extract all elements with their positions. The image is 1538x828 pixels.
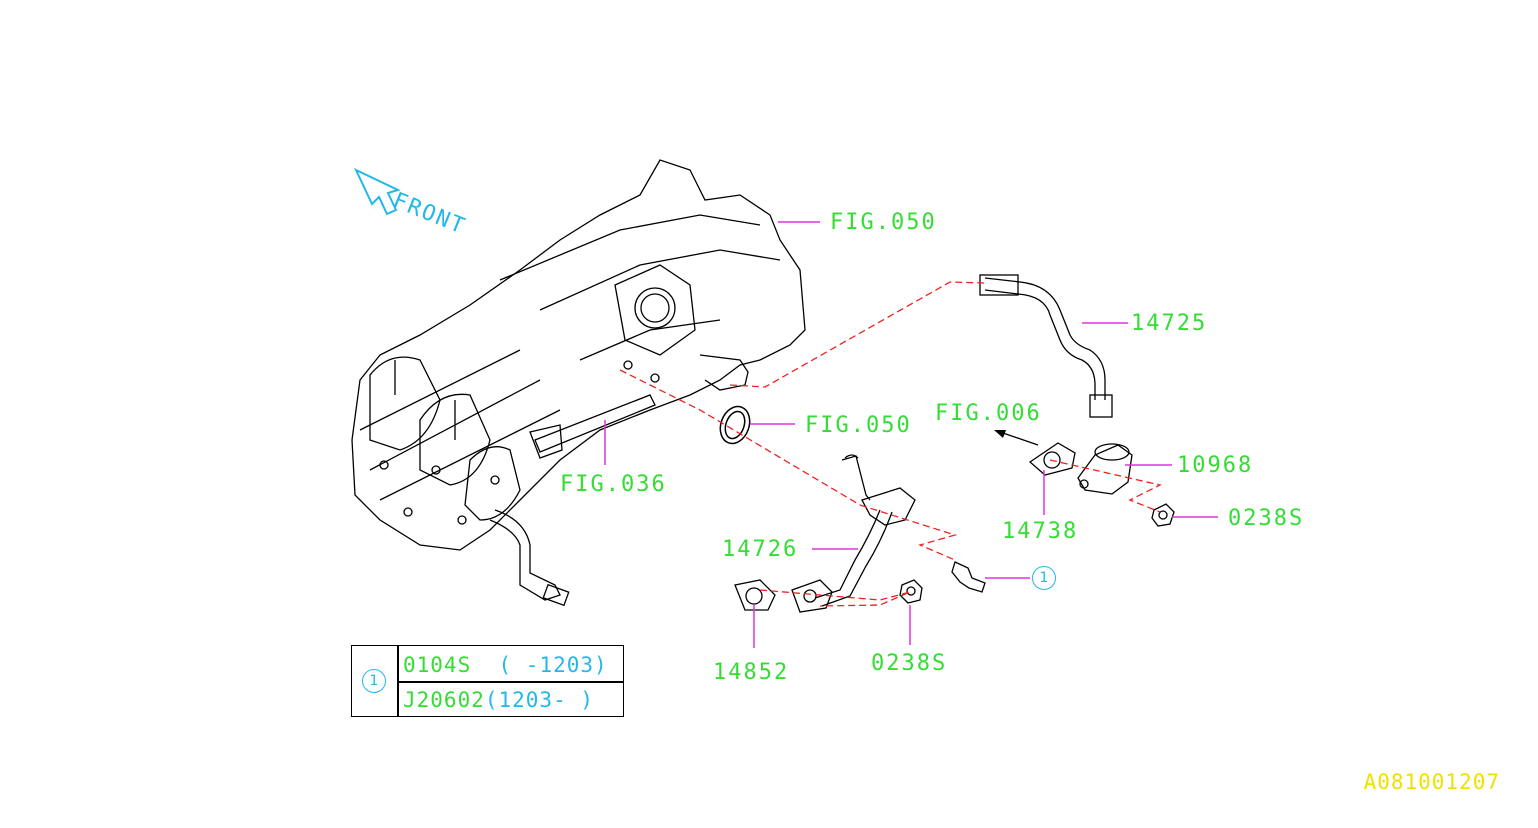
label-14852[interactable]: 14852 [713, 660, 790, 685]
bolt-callout-1 [951, 561, 986, 593]
label-0238s-right[interactable]: 0238S [1228, 506, 1305, 531]
assembly-dash-lines [619, 281, 1162, 607]
legend-range-1: ( -1203) [498, 653, 608, 677]
nut-0238s-right [1151, 503, 1175, 527]
intake-manifold [351, 159, 806, 607]
label-14725[interactable]: 14725 [1131, 311, 1208, 336]
label-fig050-mid[interactable]: FIG.050 [805, 413, 912, 438]
legend-row-divider [397, 681, 623, 683]
legend-row-1: 0104S ( -1203) [403, 653, 608, 677]
label-fig036[interactable]: FIG.036 [560, 472, 667, 497]
label-14726[interactable]: 14726 [722, 537, 799, 562]
pipe-14725 [979, 274, 1113, 418]
legend-marker: 1 [362, 669, 386, 693]
gasket-14738 [1028, 442, 1076, 476]
label-fig050-top[interactable]: FIG.050 [830, 210, 937, 235]
pipe-14726 [791, 454, 916, 613]
legend-table: 1 0104S ( -1203) J20602(1203- ) [351, 645, 624, 717]
legend-row-2: J20602(1203- ) [403, 688, 594, 712]
gasket-14852 [734, 579, 776, 611]
callout-marker-1[interactable]: 1 [1032, 566, 1056, 590]
legend-part-2: J20602 [403, 688, 485, 712]
leader-lines [604, 221, 1218, 648]
gasket-fig050 [719, 405, 751, 445]
legend-part-1: 0104S [403, 653, 472, 677]
nut-0238s-bottom [899, 579, 923, 604]
diagram-code: A081001207 [1363, 770, 1500, 794]
label-10968[interactable]: 10968 [1177, 453, 1254, 478]
front-arrow-icon [353, 167, 401, 216]
label-0238s-bottom[interactable]: 0238S [871, 651, 948, 676]
label-fig006[interactable]: FIG.006 [935, 401, 1042, 426]
part-10968 [1077, 443, 1133, 495]
label-14738[interactable]: 14738 [1002, 519, 1079, 544]
fig006-arrow-icon [994, 430, 1039, 446]
legend-range-2: (1203- ) [484, 688, 595, 712]
